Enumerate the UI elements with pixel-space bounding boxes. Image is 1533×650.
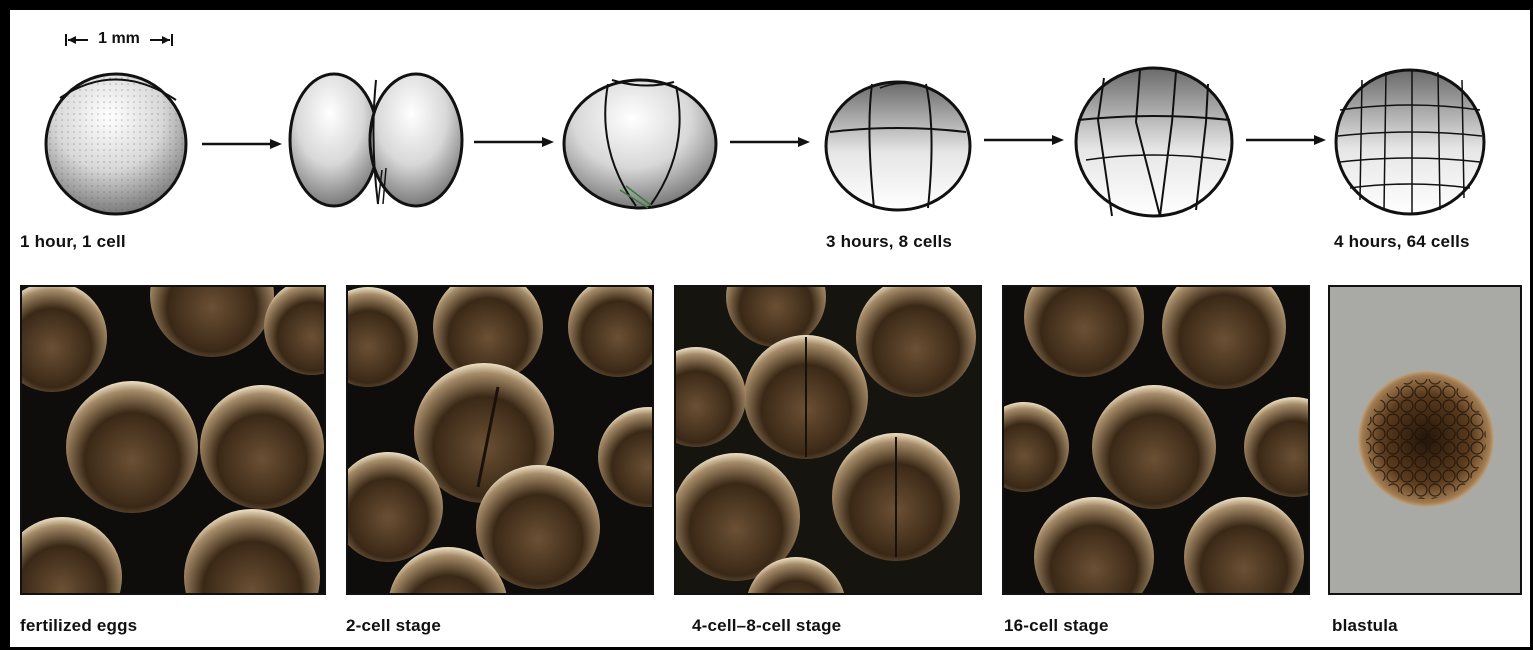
drawing-4-cells bbox=[564, 80, 716, 208]
caption-4-hours: 4 hours, 64 cells bbox=[1334, 232, 1470, 252]
arrow-2 bbox=[474, 137, 554, 147]
photo-16-cell-stage bbox=[1002, 285, 1310, 595]
arrow-3 bbox=[730, 137, 810, 147]
photo-caption-1: fertilized eggs bbox=[20, 616, 137, 636]
photo-4-to-8-cell-stage bbox=[674, 285, 982, 595]
photo-2-cell-stage bbox=[346, 285, 654, 595]
photo-caption-2: 2-cell stage bbox=[346, 616, 441, 636]
caption-1-hour: 1 hour, 1 cell bbox=[20, 232, 126, 252]
drawing-8-cells bbox=[826, 82, 970, 210]
arrow-5 bbox=[1246, 135, 1326, 145]
photo-blastula bbox=[1328, 285, 1522, 595]
drawing-2-cells bbox=[290, 74, 462, 206]
drawing-64-cells bbox=[1336, 70, 1484, 214]
photo-fertilized-eggs bbox=[20, 285, 326, 595]
photo-caption-5: blastula bbox=[1332, 616, 1398, 636]
drawing-16-cells bbox=[1076, 68, 1232, 216]
arrow-1 bbox=[202, 139, 282, 149]
caption-3-hours: 3 hours, 8 cells bbox=[826, 232, 952, 252]
cleavage-drawings bbox=[0, 40, 1533, 270]
drawing-1-cell bbox=[46, 74, 186, 214]
photo-caption-4: 16-cell stage bbox=[1004, 616, 1109, 636]
arrow-4 bbox=[984, 135, 1064, 145]
photo-caption-3: 4-cell–8-cell stage bbox=[692, 616, 841, 636]
